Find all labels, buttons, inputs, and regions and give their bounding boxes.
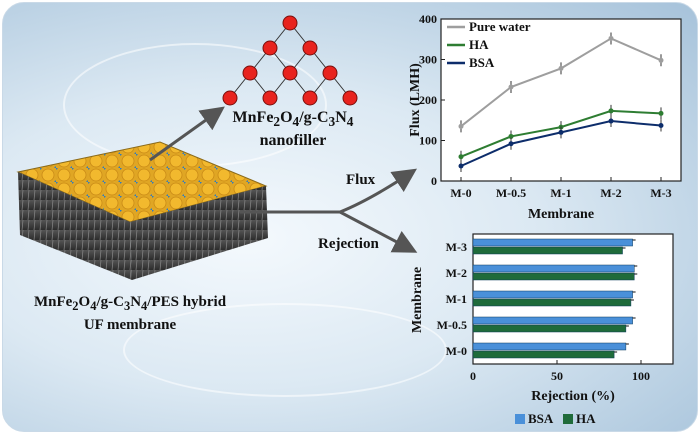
rejection-arrow-label: Rejection [318,236,379,252]
molecule-sphere [282,65,298,81]
molecule-sphere [302,90,318,106]
flux-data-point [458,163,464,169]
flux-legend-label: BSA [469,55,495,70]
rejection-bar [472,290,633,299]
flux-data-point [458,154,464,160]
membrane-formula: MnFe2O4/g-C3N4/PES hybrid [33,294,227,313]
rejection-bar [472,264,635,273]
molecule-sphere [222,90,238,106]
flux-data-point [458,123,464,129]
flux-x-tick-label: M-0.5 [496,186,526,200]
rejection-bar [472,342,627,351]
molecule-sphere [242,65,258,81]
nanofiller-formula: MnFe2O4/g-C3N4 [232,109,354,130]
membrane-label: MnFe2O4/g-C3N4/PES hybrid UF membrane [10,293,250,335]
rejection-bar [472,324,627,333]
rejection-legend-swatch [563,414,573,424]
flux-y-tick-label: 100 [419,134,437,148]
nanofiller-molecule-icon [222,15,358,106]
rejection-bar [472,246,623,255]
membrane-block-icon [16,141,268,280]
flux-y-tick-label: 0 [431,174,437,188]
molecule-sphere [282,15,298,31]
molecule-sphere [302,40,318,56]
flux-plot-area [440,18,682,182]
nanofiller-caption: nanofiller [259,132,327,150]
rejection-y-tick-label: M-0 [446,344,467,358]
flux-arrow-label: Flux [346,172,376,188]
arrow-to-nanofiller [149,106,225,162]
flux-data-point [658,110,664,116]
rejection-y-tick-label: M-2 [446,266,467,280]
rejection-legend-label: HA [576,411,596,426]
flux-data-point [608,108,614,114]
rejection-bar [472,298,632,307]
molecule-sphere [322,65,338,81]
flux-x-tick-label: M-0 [450,186,471,200]
rejection-legend-swatch [515,414,525,424]
flux-data-point [508,133,514,139]
flux-data-point [558,129,564,135]
flux-data-point [658,123,664,129]
flux-legend-label: HA [469,37,489,52]
flux-data-point [658,57,664,63]
water-ripple-decoration [123,303,447,397]
rejection-bar [472,350,615,359]
rejection-y-tick-label: M-3 [446,240,467,254]
molecule-sphere [262,40,278,56]
flux-y-tick-label: 400 [419,12,437,26]
flux-y-tick-label: 300 [419,53,437,67]
flux-x-tick-label: M-2 [600,186,621,200]
flux-y-tick-label: 200 [419,93,437,107]
flux-data-point [608,118,614,124]
flux-x-tick-label: M-3 [650,186,671,200]
molecule-sphere [262,90,278,106]
rejection-y-tick-label: M-0.5 [437,318,467,332]
rejection-bar [472,272,635,281]
flux-data-point [608,35,614,41]
flux-data-point [508,84,514,90]
flux-legend-label: Pure water [469,19,531,34]
rejection-legend-label: BSA [528,411,554,426]
flux-x-tick-label: M-1 [550,186,571,200]
rejection-bar [472,316,633,325]
flux-data-point [558,65,564,71]
flux-data-point [508,141,514,147]
arrow-to-rejection [339,210,418,253]
rejection-x-tick-label: 50 [551,369,563,383]
molecule-sphere [342,90,358,106]
rejection-x-axis-title: Rejection (%) [531,389,615,404]
flux-y-axis-title: Flux (LMH) [408,63,423,137]
rejection-bar [472,238,633,247]
rejection-y-axis-title: Membrane [410,267,425,333]
membrane-caption: UF membrane [83,317,177,333]
rejection-x-tick-label: 0 [470,369,476,383]
rejection-y-tick-label: M-1 [446,292,467,306]
flux-x-axis-title: Membrane [528,207,594,222]
arrow-to-flux [339,168,417,214]
rejection-x-tick-label: 100 [632,369,650,383]
nanofiller-label: MnFe2O4/g-C3N4 nanofiller [208,108,378,150]
rejection-bar-chart: 0 50 100 M-3M-2M-1M-0.5M-0 BSA HA Rejection … [410,233,674,426]
